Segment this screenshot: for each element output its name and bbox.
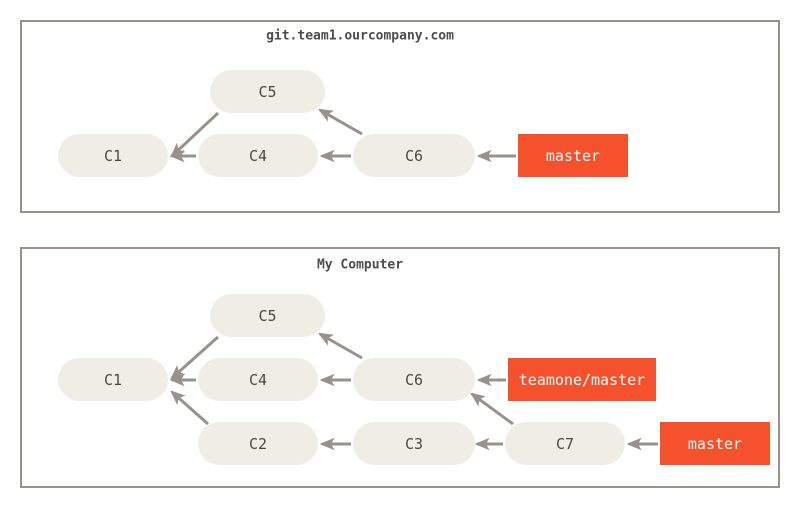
commit-label: C5 bbox=[258, 83, 276, 101]
branch-label: master bbox=[688, 435, 742, 453]
commit-node-C5: C5 bbox=[210, 294, 325, 337]
commit-shape bbox=[198, 422, 318, 465]
edges-group bbox=[169, 108, 516, 163]
branch-ref-master[interactable]: master bbox=[660, 422, 770, 465]
edge-C2-to-C1 bbox=[170, 390, 209, 426]
commit-label: C2 bbox=[249, 435, 267, 453]
commit-node-C2: C2 bbox=[198, 422, 318, 465]
commit-node-C3: C3 bbox=[353, 422, 475, 465]
edge-C5-to-C1 bbox=[170, 335, 219, 380]
branch-ref-master[interactable]: master bbox=[518, 134, 628, 177]
branch-ref-teamone-master[interactable]: teamone/master bbox=[508, 358, 656, 401]
commit-node-C1: C1 bbox=[58, 358, 168, 401]
commit-label: C1 bbox=[104, 147, 122, 165]
commit-shape bbox=[353, 134, 475, 177]
commit-shape bbox=[210, 70, 325, 113]
commit-label: C6 bbox=[405, 147, 423, 165]
commit-node-C1: C1 bbox=[58, 134, 168, 177]
commit-label: C3 bbox=[405, 435, 423, 453]
edge-C7-to-C6 bbox=[470, 392, 514, 426]
commit-shape bbox=[353, 358, 475, 401]
commit-node-C4: C4 bbox=[198, 134, 318, 177]
commit-label: C1 bbox=[104, 371, 122, 389]
commit-shape bbox=[198, 358, 318, 401]
commit-shape bbox=[58, 134, 168, 177]
branch-box[interactable] bbox=[518, 134, 628, 177]
commit-label: C5 bbox=[258, 307, 276, 325]
branch-label: master bbox=[546, 147, 600, 165]
panel-frame bbox=[20, 247, 780, 488]
commit-shape bbox=[505, 422, 625, 465]
branch-box[interactable] bbox=[660, 422, 770, 465]
commit-node-C6: C6 bbox=[353, 134, 475, 177]
edge-C6-to-C5 bbox=[317, 332, 363, 360]
commit-node-C4: C4 bbox=[198, 358, 318, 401]
commit-node-C7: C7 bbox=[505, 422, 625, 465]
branch-box[interactable] bbox=[508, 358, 656, 401]
commit-shape bbox=[58, 358, 168, 401]
commit-label: C4 bbox=[249, 371, 267, 389]
commit-label: C6 bbox=[405, 371, 423, 389]
branch-label: teamone/master bbox=[519, 371, 645, 389]
panel-title: git.team1.ourcompany.com bbox=[266, 29, 454, 44]
edge-C5-to-C1 bbox=[170, 111, 220, 158]
commit-node-C6: C6 bbox=[353, 358, 475, 401]
panel-title: My Computer bbox=[317, 258, 403, 273]
commit-node-C5: C5 bbox=[210, 70, 325, 113]
commit-label: C7 bbox=[556, 435, 574, 453]
edges-group bbox=[169, 332, 658, 451]
commit-shape bbox=[353, 422, 475, 465]
commit-label: C4 bbox=[249, 147, 267, 165]
panel-frame bbox=[20, 20, 780, 213]
edge-C6-to-C5 bbox=[317, 108, 363, 136]
commit-shape bbox=[198, 134, 318, 177]
commit-shape bbox=[210, 294, 325, 337]
